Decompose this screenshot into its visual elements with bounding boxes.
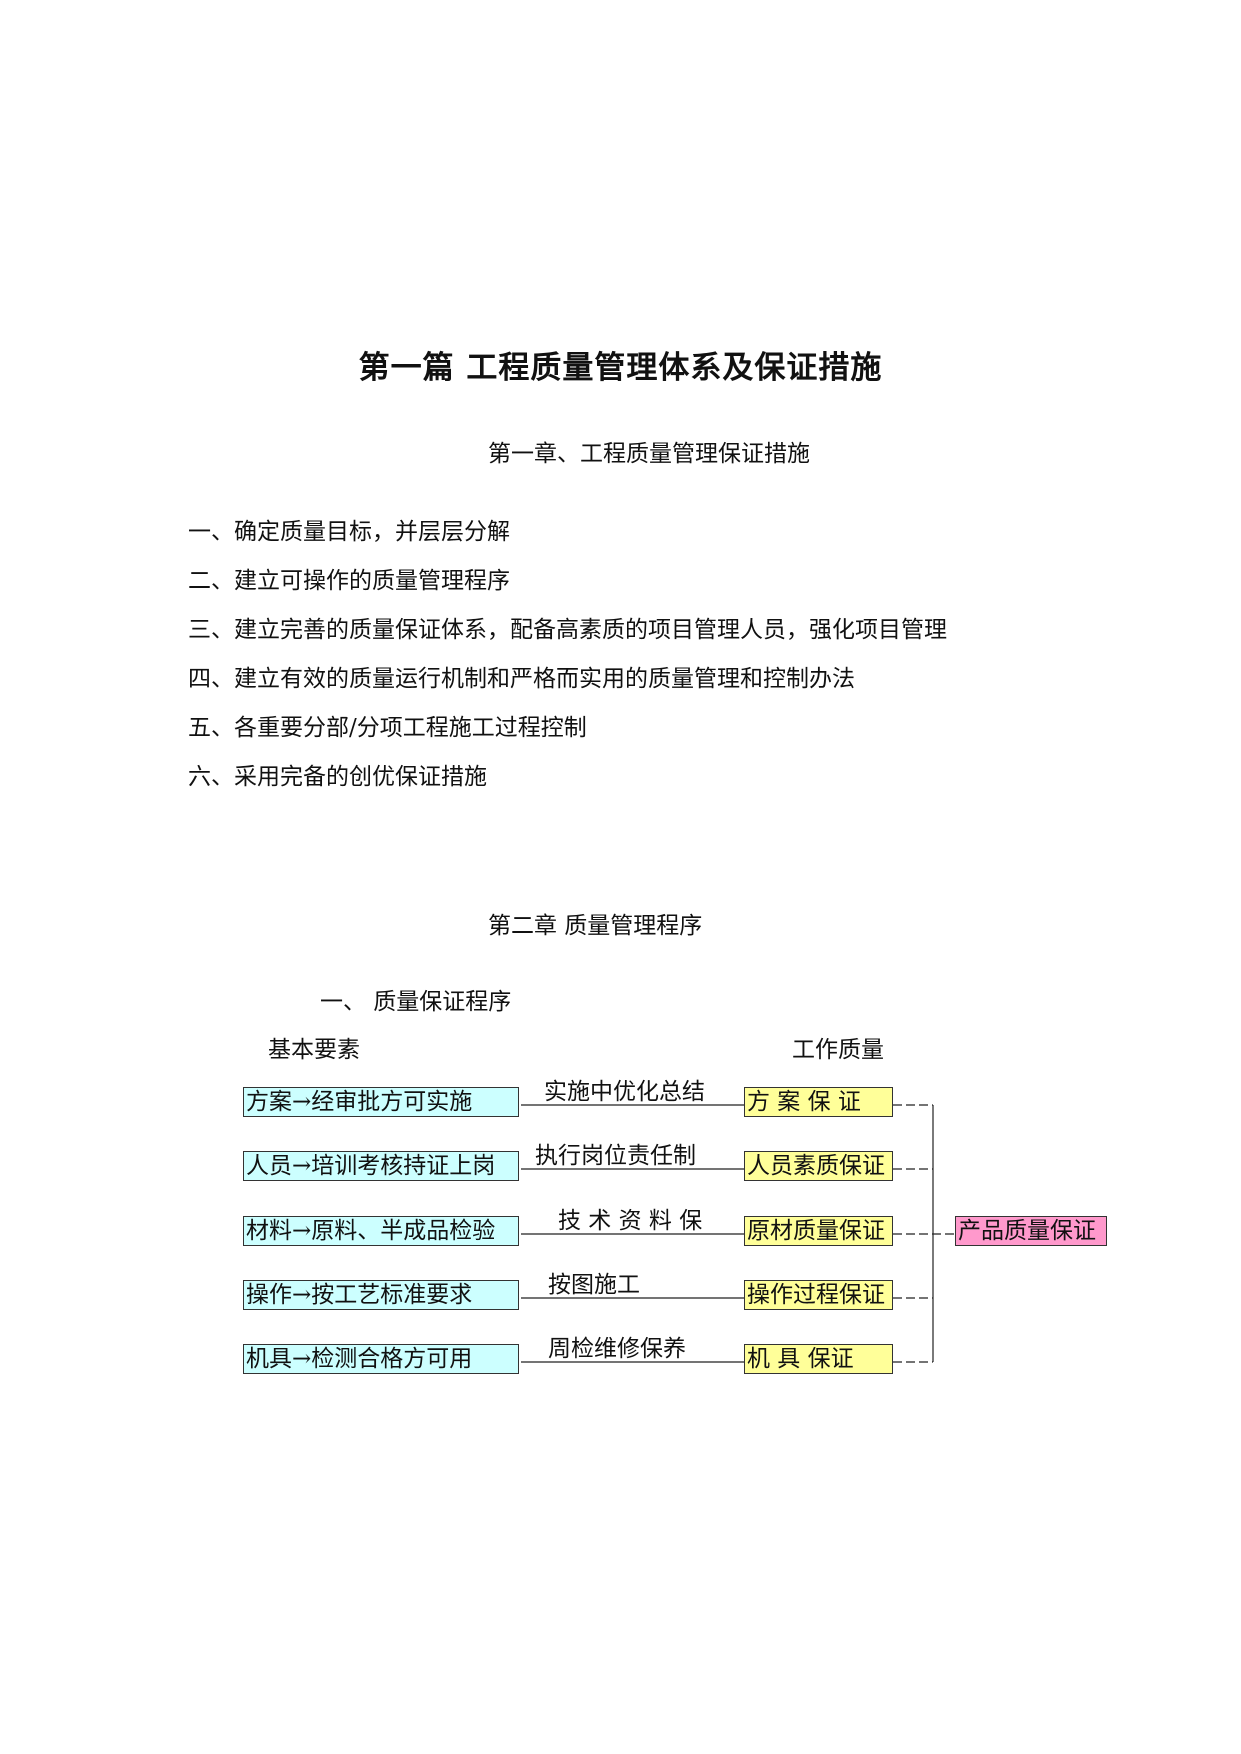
element-box-personnel: 人员→培训考核持证上岗	[243, 1151, 519, 1181]
diagram-left-header: 基本要素	[268, 1037, 360, 1063]
element-box-material: 材料→原料、半成品检验	[243, 1216, 519, 1246]
quality-box-equipment: 机 具 保证	[744, 1344, 893, 1374]
result-box-product-quality: 产品质量保证	[955, 1216, 1107, 1246]
action-label-personnel: 执行岗位责任制	[535, 1143, 696, 1169]
action-label-plan: 实施中优化总结	[544, 1079, 705, 1105]
action-label-operation: 按图施工	[548, 1272, 640, 1298]
document-title: 第一篇 工程质量管理体系及保证措施	[358, 350, 883, 386]
action-label-equipment: 周检维修保养	[548, 1336, 686, 1362]
chapter1-item-5: 五、各重要分部/分项工程施工过程控制	[188, 715, 587, 741]
quality-box-personnel: 人员素质保证	[744, 1151, 893, 1181]
element-box-plan: 方案→经审批方可实施	[243, 1087, 519, 1117]
section-title: 一、 质量保证程序	[320, 989, 512, 1015]
quality-box-material: 原材质量保证	[744, 1216, 893, 1246]
chapter1-item-2: 二、建立可操作的质量管理程序	[188, 568, 510, 594]
diagram-right-header: 工作质量	[792, 1037, 884, 1063]
chapter1-item-4: 四、建立有效的质量运行机制和严格而实用的质量管理和控制办法	[188, 666, 855, 692]
action-label-material: 技 术 资 料 保	[558, 1208, 703, 1234]
chapter1-item-3: 三、建立完善的质量保证体系，配备高素质的项目管理人员，强化项目管理	[188, 617, 947, 643]
chapter2-title: 第二章 质量管理程序	[488, 913, 703, 939]
quality-box-plan: 方 案 保 证	[744, 1087, 893, 1117]
quality-box-operation: 操作过程保证	[744, 1280, 893, 1310]
chapter1-item-6: 六、采用完备的创优保证措施	[188, 764, 487, 790]
chapter1-item-1: 一、确定质量目标，并层层分解	[188, 519, 510, 545]
element-box-operation: 操作→按工艺标准要求	[243, 1280, 519, 1310]
element-box-equipment: 机具→检测合格方可用	[243, 1344, 519, 1374]
chapter1-title: 第一章、工程质量管理保证措施	[488, 441, 810, 467]
